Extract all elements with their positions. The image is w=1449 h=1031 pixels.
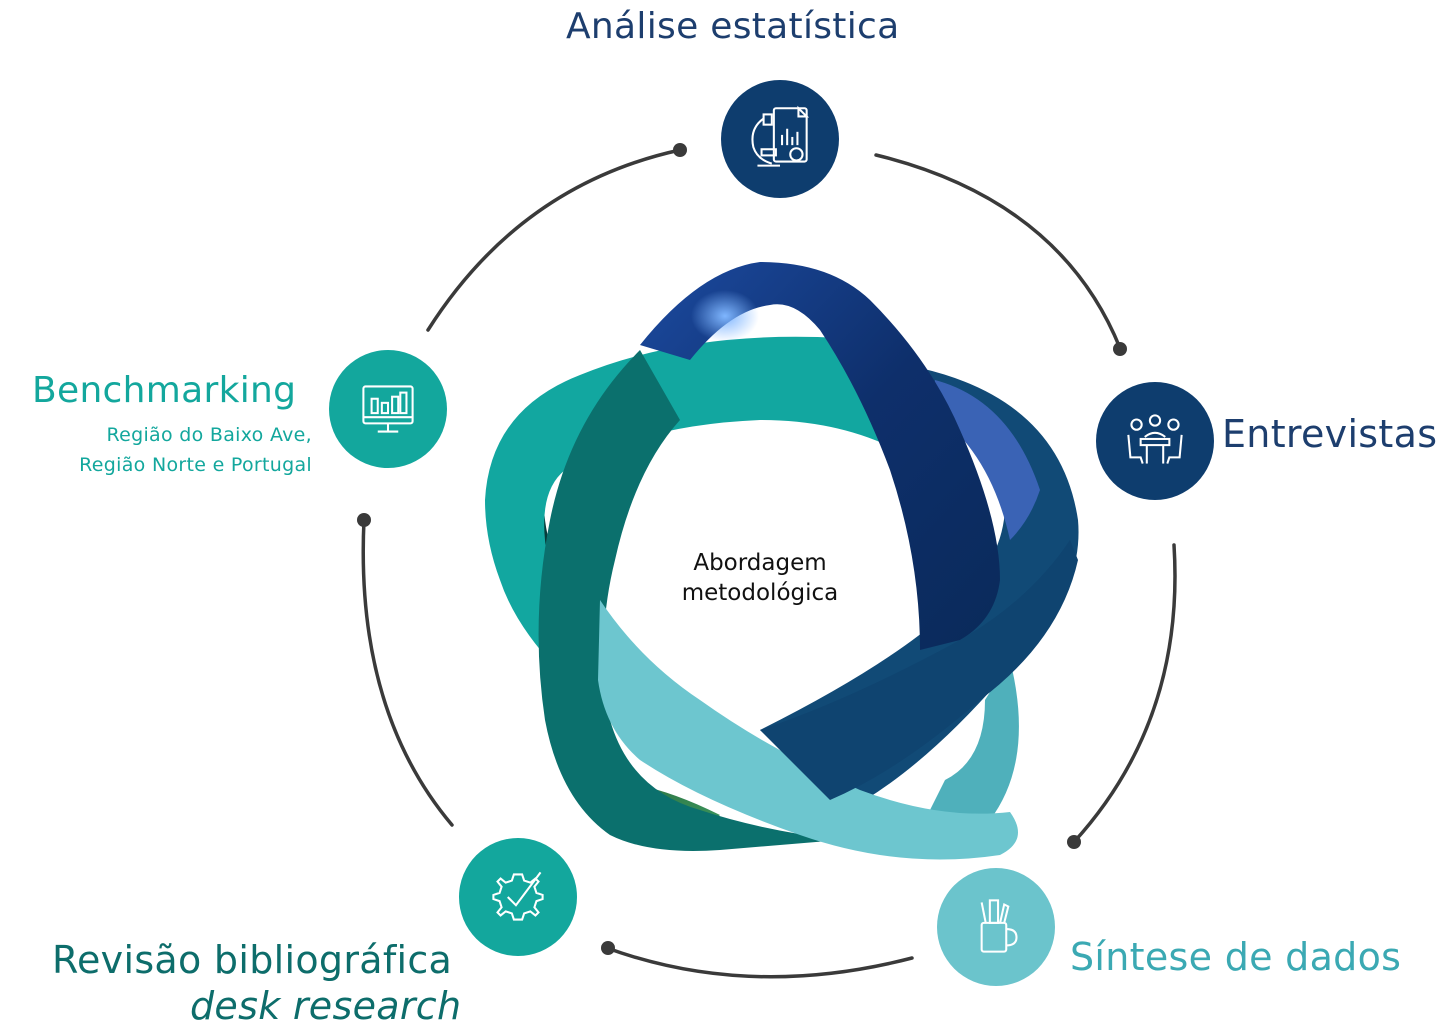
- meeting-table-icon: [1127, 414, 1183, 464]
- node-revisao-bibliografica[interactable]: [459, 838, 577, 956]
- connector-arcs: [361, 148, 1177, 979]
- label-entrevistas: Entrevistas: [1222, 412, 1438, 456]
- connector-dots: [357, 143, 1127, 955]
- monitor-chart-icon: [362, 385, 414, 433]
- arc-right: [1072, 543, 1177, 844]
- ribbon-blue-fold: [930, 380, 1040, 540]
- dot-right: [1067, 835, 1081, 849]
- label-revisao-bibliografica: Revisão bibliográfica: [52, 938, 453, 982]
- label-sintese-de-dados: Síntese de dados: [1070, 935, 1402, 979]
- microscope-report-icon: [751, 105, 810, 167]
- node-analise-estatistica[interactable]: [721, 80, 839, 198]
- ribbon-lightteal-front: [598, 600, 1018, 860]
- node-benchmarking[interactable]: [329, 350, 447, 468]
- arc-top-right: [874, 153, 1122, 350]
- ribbon-navy-right: [760, 368, 1079, 800]
- node-sintese-de-dados[interactable]: [937, 868, 1055, 986]
- arc-bottom: [605, 946, 914, 979]
- ribbon-glow: [691, 290, 759, 342]
- node-entrevistas[interactable]: [1096, 382, 1214, 500]
- dot-bottom: [601, 941, 615, 955]
- center-title: Abordagem metodológica: [640, 548, 880, 608]
- dot-left: [357, 513, 371, 527]
- ribbon-navy-cross: [760, 540, 1078, 800]
- ribbon-lightteal-back: [920, 660, 1019, 838]
- pencil-cup-icon: [980, 899, 1018, 953]
- label-benchmarking-sub2: Região Norte e Portugal: [79, 454, 312, 476]
- central-ribbons: [485, 262, 1079, 860]
- arc-top-left: [426, 148, 682, 332]
- dot-top-left: [673, 143, 687, 157]
- ribbon-navy-main: [640, 262, 1000, 650]
- label-benchmarking-sub1: Região do Baixo Ave,: [106, 424, 312, 446]
- label-analise-estatistica: Análise estatística: [566, 6, 900, 47]
- center-title-line2: metodológica: [681, 580, 839, 606]
- gear-check-icon: [492, 871, 544, 921]
- label-benchmarking: Benchmarking: [32, 370, 297, 411]
- center-title-line1: Abordagem: [693, 550, 827, 576]
- label-desk-research: desk research: [190, 984, 462, 1028]
- ribbon-darkteal: [538, 350, 840, 851]
- dot-top-right: [1113, 342, 1127, 356]
- arc-left: [361, 518, 454, 827]
